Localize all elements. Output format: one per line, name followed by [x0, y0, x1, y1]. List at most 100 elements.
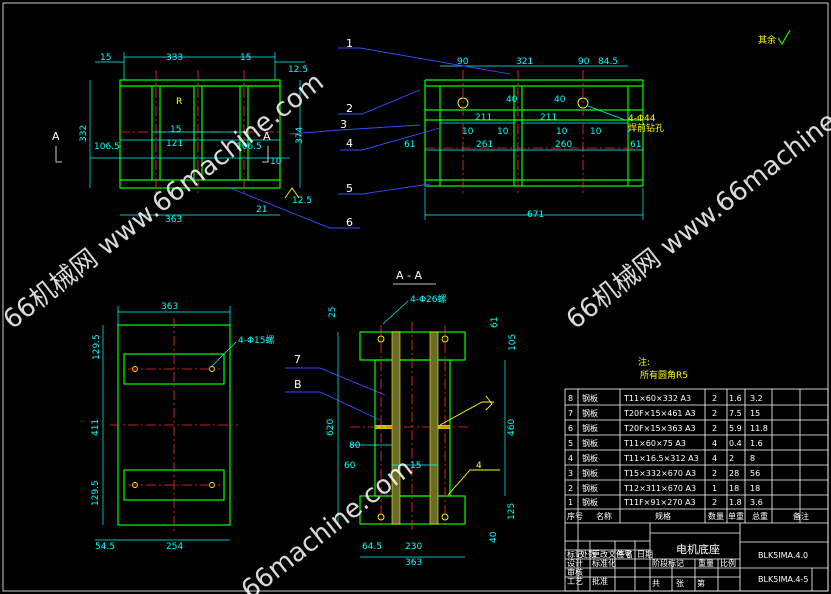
dim-section-363: 363: [405, 558, 422, 568]
bom-row-6-spec: T20F×15×363 A3: [623, 424, 696, 433]
dim-plan-129-5-top: 129.5: [92, 334, 102, 360]
hole-note-side: 4-Φ44: [628, 114, 656, 124]
dim-15-right: 15: [240, 53, 251, 63]
dim-260: 260: [555, 140, 572, 150]
dim-10-b: 10: [497, 127, 509, 137]
bom-row-3-name: 钢板: [582, 468, 598, 478]
bom-row-3-qty: 2: [712, 469, 717, 478]
bom-header-name: 名称: [596, 511, 612, 521]
callout-3: 3: [340, 118, 347, 131]
callout-6: 6: [346, 216, 353, 229]
bom-row-1-qty: 2: [712, 498, 717, 507]
dim-211-left: 211: [475, 113, 492, 123]
dim-section-230: 230: [405, 542, 422, 552]
dim-section-105: 105: [508, 334, 518, 351]
dim-671: 671: [527, 210, 544, 220]
tb-count: 处数: [580, 549, 596, 559]
bom-row-3-total: 56: [750, 469, 760, 478]
dim-10-d: 10: [590, 127, 602, 137]
dim-section-40: 40: [489, 531, 499, 543]
dim-332: 332: [79, 125, 89, 142]
watermark-right: 66机械网 www.66machine.com: [561, 67, 831, 335]
dim-plan-363: 363: [161, 302, 178, 312]
tb-design: 设计: [567, 558, 583, 568]
dim-90-right: 90: [578, 57, 590, 67]
drill-note: 焊前钻孔: [628, 122, 664, 134]
section-view: A - A 25 61 105 620 460 80 60 15 125 40 …: [326, 269, 518, 568]
dim-section-460: 460: [507, 419, 517, 436]
tb-sheet-no: 第: [697, 578, 705, 588]
dim-61-right: 61: [630, 140, 641, 150]
plan-view: 363 129.5 411 129.5 54.5 254 4-Φ15螺: [91, 302, 275, 552]
dim-10: 10: [270, 157, 282, 167]
bom-row-3-spec: T15×332×670 A3: [623, 469, 696, 478]
tb-change-doc: 更改文件号: [592, 549, 632, 559]
drawing-code-2: BLK5IMA.4-5: [758, 575, 808, 584]
bom-header-total: 总重: [752, 511, 768, 521]
bom-row-1-no: 1: [568, 498, 573, 507]
callout-4: 4: [346, 137, 353, 150]
weld-size: 4: [476, 461, 482, 471]
callout-leaders: 1 2 3 4 5 6 7 B: [229, 37, 511, 421]
bom-header-unit: 单重: [728, 511, 744, 521]
weld-mark: R: [176, 97, 182, 107]
bom-row-5-no: 5: [568, 439, 573, 448]
bom-row-4-no: 4: [568, 454, 573, 463]
dim-261: 261: [476, 140, 493, 150]
bom-row-3-unit: 28: [729, 469, 739, 478]
weld-arrow-icon: [485, 395, 493, 411]
bom-row-8-total: 3.2: [750, 394, 763, 403]
bom-row-2-total: 18: [750, 484, 760, 493]
note-title: 注:: [638, 356, 650, 368]
hole-note-section: 4-Φ26螺: [410, 294, 447, 305]
dim-40-right: 40: [554, 95, 566, 105]
dim-section-64-5: 64.5: [362, 542, 382, 552]
bom-row-7-spec: T20F×15×461 A3: [623, 409, 696, 418]
dim-plan-54-5: 54.5: [95, 542, 115, 552]
dim-10-a: 10: [462, 127, 474, 137]
tb-total: 共: [652, 579, 660, 588]
tb-sheets: 张: [676, 579, 684, 588]
front-view: 333 15 15 332 374 106.5 121 15 106.5 10 …: [52, 52, 312, 225]
bom-row-8-no: 8: [568, 394, 573, 403]
dim-section-15: 15: [410, 461, 421, 471]
bom-row-2-name: 钢板: [582, 483, 598, 493]
bom-header-remark: 备注: [793, 511, 809, 521]
dim-section-80: 80: [349, 441, 361, 451]
dim-374: 374: [295, 127, 305, 144]
bom-row-7-unit: 7.5: [729, 409, 742, 418]
bom-row-4-qty: 4: [712, 454, 717, 463]
section-title: A - A: [396, 269, 422, 282]
section-arrow-left-icon: [55, 146, 62, 163]
callout-7: 7: [294, 353, 301, 366]
callout-2: 2: [346, 102, 353, 115]
bom-row-7-name: 钢板: [582, 408, 598, 418]
bom-row-8-qty: 2: [712, 394, 717, 403]
bom-row-7-qty: 2: [712, 409, 717, 418]
dim-90-left: 90: [457, 57, 469, 67]
bom-row-6-name: 钢板: [582, 423, 598, 433]
bom-row-4-name: 钢板: [582, 453, 598, 463]
tb-stage: 阶段标记: [652, 558, 684, 568]
bom-row-2-spec: T12×311×670 A3: [623, 484, 696, 493]
watermark-left: 66机械网 www.66machine.com: [0, 67, 330, 335]
section-mark-right: A: [263, 130, 271, 143]
roughness-12-5-top: 12.5: [288, 65, 308, 75]
note-block: 注: 所有圆角R5: [638, 356, 688, 381]
dim-211-right: 211: [540, 113, 557, 123]
dim-section-60: 60: [344, 461, 356, 471]
bom-row-2-no: 2: [568, 484, 573, 493]
dim-10-c: 10: [556, 127, 568, 137]
dim-61-left: 61: [404, 140, 415, 150]
bom-row-4-total: 8: [750, 454, 755, 463]
tb-standard: 标准化: [592, 558, 616, 568]
hole-note-plan: 4-Φ15螺: [238, 335, 275, 346]
section-arrow-right-icon: [262, 146, 269, 163]
dim-plan-129-5-bottom: 129.5: [91, 480, 101, 506]
tb-sign: 签名: [617, 549, 633, 559]
bom-row-7-total: 15: [750, 409, 760, 418]
bom-row-5-unit: 0.4: [729, 439, 742, 448]
tb-scale: 比例: [720, 558, 736, 568]
